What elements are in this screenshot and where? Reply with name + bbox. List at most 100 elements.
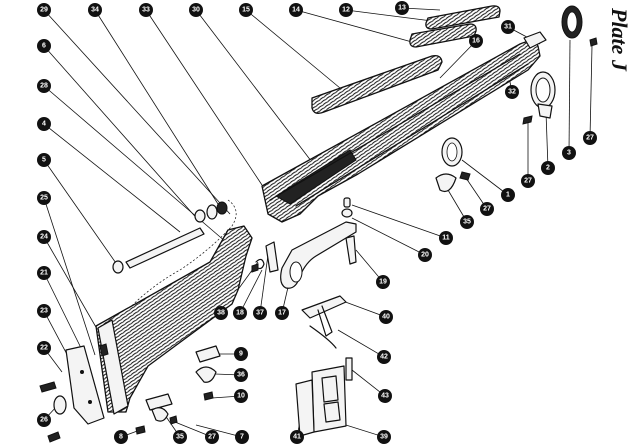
- part-15-handguard-rear: [311, 54, 443, 114]
- callout-circle: [541, 161, 555, 175]
- callout-c1: 1: [501, 188, 515, 202]
- leader-line-c4: [43, 123, 181, 233]
- leader-line-c2: [545, 111, 549, 169]
- callout-c5: 5: [37, 153, 51, 167]
- part-41-magazine-plate: [295, 379, 315, 437]
- leader-line-c14: [295, 9, 413, 43]
- callout-label: 33: [142, 7, 150, 14]
- plate-title: Plate J: [607, 7, 632, 72]
- callout-label: 42: [380, 354, 388, 361]
- callout-label: 27: [483, 206, 491, 213]
- callout-label: 8: [119, 434, 123, 441]
- callout-c25: 25: [37, 191, 51, 205]
- part-5-washer: [112, 260, 124, 274]
- callout-circle: [521, 174, 535, 188]
- leader-line-c27d: [589, 45, 593, 139]
- callout-c28: 28: [37, 79, 51, 93]
- callout-c17: 17: [275, 306, 289, 320]
- callout-c13: 13: [395, 1, 409, 15]
- callout-c41: 41: [290, 430, 304, 444]
- callout-circle: [233, 306, 247, 320]
- callout-circle: [439, 231, 453, 245]
- callout-label: 36: [237, 372, 245, 379]
- part-27-screw-band: [522, 115, 533, 125]
- callout-circle: [37, 117, 51, 131]
- callout-c35b: 35: [173, 430, 187, 444]
- callout-label: 15: [242, 7, 250, 14]
- part-28-washer: [206, 204, 218, 220]
- callout-label: 43: [381, 393, 389, 400]
- callout-label: 5: [42, 157, 46, 164]
- leader-line-c42: [337, 329, 385, 358]
- callout-label: 27: [524, 178, 532, 185]
- part-21-butt-plate: [65, 345, 105, 425]
- callout-c26: 26: [37, 413, 51, 427]
- part-33-fore-end-inner: [269, 53, 529, 207]
- callout-circle: [37, 191, 51, 205]
- callout-label: 22: [40, 345, 48, 352]
- callout-c9: 9: [234, 347, 248, 361]
- callout-label: 24: [40, 234, 48, 241]
- part-13-upper-handguard: [425, 5, 501, 30]
- leader-line-c37: [259, 254, 269, 314]
- part-35-lower-swivel: [151, 407, 169, 422]
- callout-circle: [37, 79, 51, 93]
- callout-circle: [377, 350, 391, 364]
- callout-label: 18: [236, 310, 244, 317]
- callout-label: 37: [256, 310, 264, 317]
- callout-c34: 34: [88, 3, 102, 17]
- callout-circle: [379, 310, 393, 324]
- butt-stock: [95, 225, 253, 413]
- callout-circle: [239, 3, 253, 17]
- part-26-screw: [47, 431, 61, 443]
- callout-c43: 43: [378, 389, 392, 403]
- callout-c32: 32: [505, 85, 519, 99]
- part-9-plate: [195, 345, 221, 363]
- callout-circle: [290, 430, 304, 444]
- callout-label: 29: [40, 7, 48, 14]
- callout-circle: [583, 131, 597, 145]
- callout-c29: 29: [37, 3, 51, 17]
- callout-circle: [37, 3, 51, 17]
- part-42-follower-spring: [309, 305, 337, 349]
- part-8-screw: [135, 425, 146, 435]
- callout-c27c: 27: [521, 174, 535, 188]
- leader-line-c30: [195, 9, 319, 171]
- callout-label: 26: [40, 417, 48, 424]
- callout-c12: 12: [339, 3, 353, 17]
- leader-line-c16: [439, 40, 477, 79]
- callout-circle: [469, 34, 483, 48]
- leader-line-c25: [43, 197, 96, 356]
- part-4-stock-bolt: [125, 227, 205, 269]
- callout-c38: 38: [214, 306, 228, 320]
- callout-c15: 15: [239, 3, 253, 17]
- callout-c14: 14: [289, 3, 303, 17]
- leader-line-c27b: [169, 419, 213, 438]
- callout-c3: 3: [562, 146, 576, 160]
- callout-label: 27: [208, 434, 216, 441]
- callout-c33: 33: [139, 3, 153, 17]
- leader-line-c29: [43, 9, 231, 215]
- leader-line-c11: [351, 204, 447, 239]
- part-19-screw: [345, 235, 357, 265]
- callout-c19: 19: [376, 275, 390, 289]
- callout-label: 16: [472, 38, 480, 45]
- callout-c20: 20: [418, 248, 432, 262]
- callout-label: 14: [292, 7, 300, 14]
- callout-label: 32: [508, 89, 516, 96]
- callout-label: 34: [91, 7, 99, 14]
- callout-label: 10: [237, 393, 245, 400]
- callout-label: 19: [379, 279, 387, 286]
- callout-label: 30: [192, 7, 200, 14]
- part-31-fore-end-cap: [523, 31, 547, 49]
- callout-circle: [377, 430, 391, 444]
- callout-label: 31: [504, 24, 512, 31]
- part-27-swivel-screw: [459, 171, 471, 181]
- callout-c42: 42: [377, 350, 391, 364]
- callout-c36: 36: [234, 368, 248, 382]
- part-25-butt-screw: [99, 343, 109, 357]
- part-6-washer: [194, 209, 206, 223]
- callout-c8: 8: [114, 430, 128, 444]
